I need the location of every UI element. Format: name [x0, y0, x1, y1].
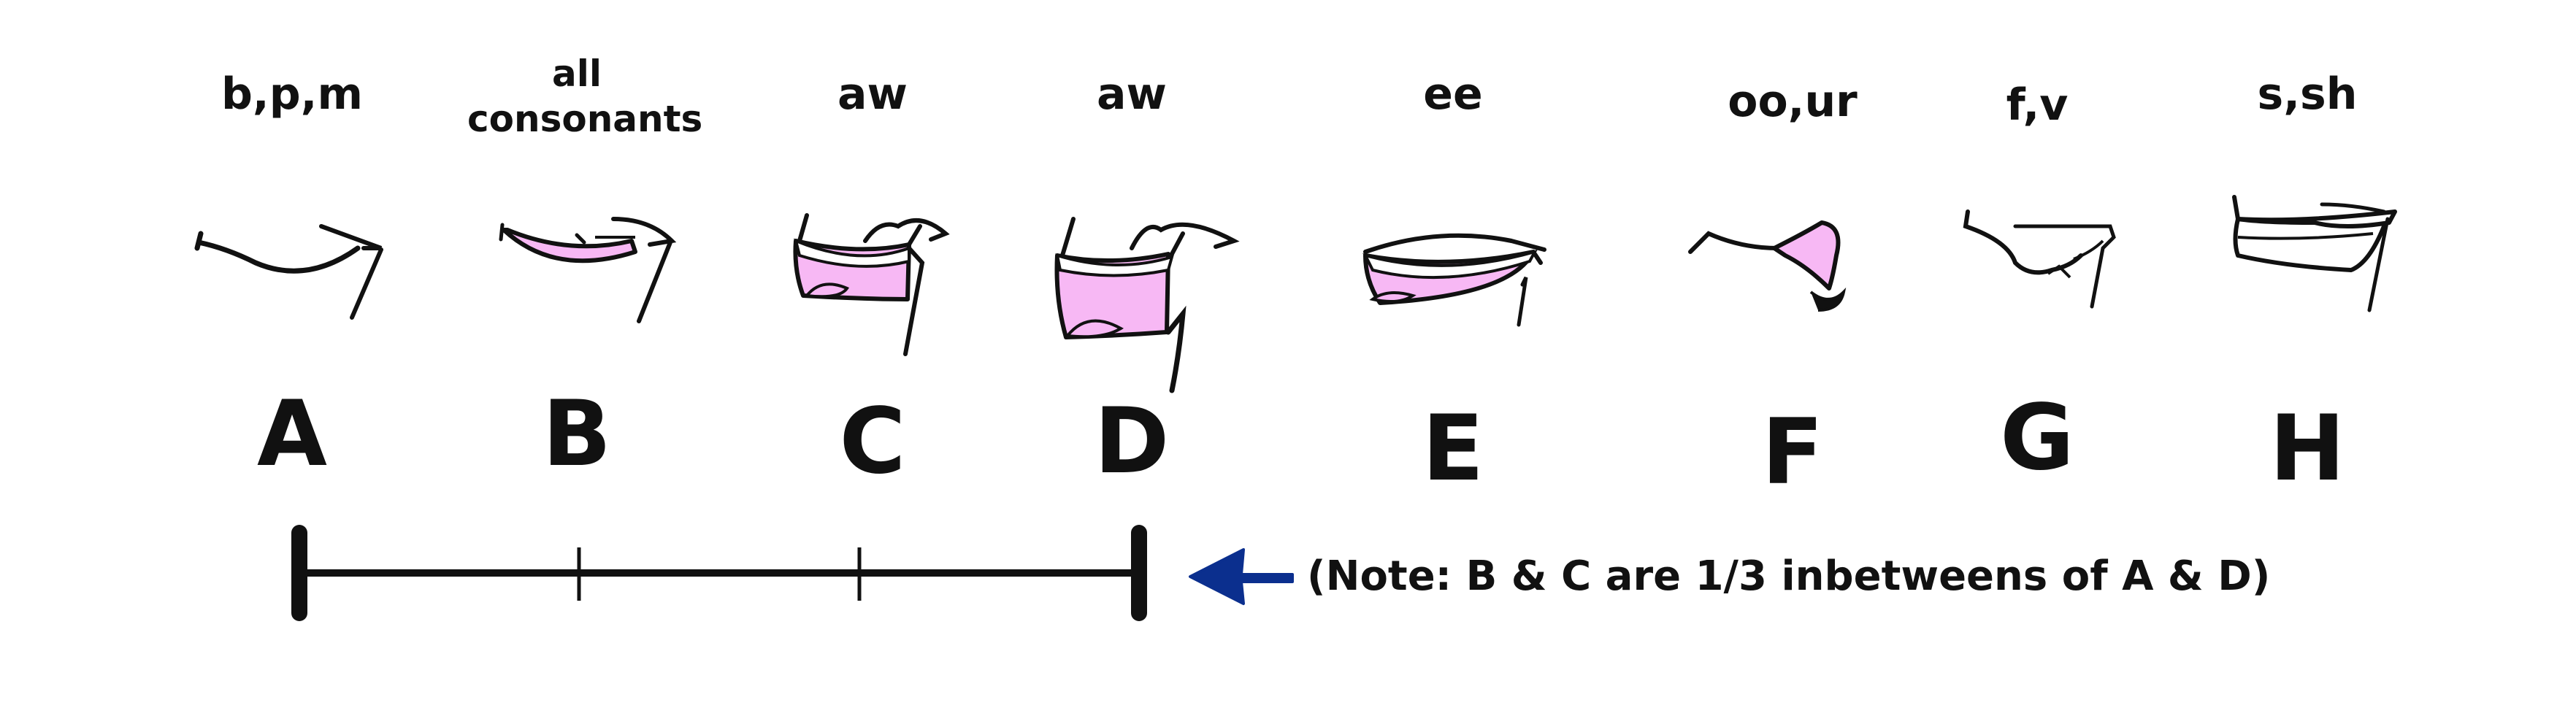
mouth-b-slightly-open-icon: [499, 217, 677, 323]
mouth-shape-d: aw D: [1022, 0, 1241, 511]
letter-b: B: [542, 382, 612, 487]
sound-label-f: oo,ur: [1728, 76, 1858, 127]
letter-d: D: [1094, 389, 1170, 494]
mouth-e-wide-smile-icon: [1362, 233, 1546, 327]
mouth-shape-e: ee E: [1343, 0, 1563, 511]
mouth-shape-b: all consonants B: [467, 0, 703, 511]
timing-bar: [291, 525, 1147, 621]
sound-label-e: ee: [1423, 69, 1483, 120]
letter-a: A: [257, 382, 327, 487]
letter-e: E: [1422, 396, 1484, 501]
letter-f: F: [1761, 400, 1824, 505]
mouth-g-lip-bite-icon: [1963, 209, 2116, 309]
sound-label-d: aw: [1097, 69, 1167, 120]
sound-label-b: all consonants: [467, 53, 703, 140]
sound-label-h: s,sh: [2257, 69, 2358, 120]
mouth-c-half-open-icon: [793, 213, 950, 356]
mouth-d-wide-open-icon: [1054, 217, 1240, 393]
inbetween-note: (Note: B & C are 1/3 inbetweens of A & D…: [1307, 553, 2271, 600]
mouth-shape-h: s,sh H: [2198, 0, 2417, 511]
sound-label-c: aw: [837, 69, 908, 120]
sound-label-g: f,v: [2006, 80, 2069, 131]
mouth-a-closed-smile-icon: [194, 224, 383, 320]
mouth-shape-f: oo,ur F: [1683, 0, 1902, 511]
letter-c: C: [839, 389, 906, 494]
mouth-shape-c: aw C: [763, 0, 982, 511]
letter-h: H: [2269, 396, 2345, 501]
sound-label-a: b,p,m: [221, 69, 363, 120]
letter-g: G: [2000, 385, 2074, 490]
mouth-h-teeth-icon: [2232, 195, 2397, 312]
mouth-f-pucker-icon: [1688, 220, 1847, 312]
mouth-shape-a: b,p,m A: [183, 0, 402, 511]
mouth-shape-g: f,v G: [1928, 0, 2147, 511]
arrow-left-icon: [1189, 548, 1294, 605]
